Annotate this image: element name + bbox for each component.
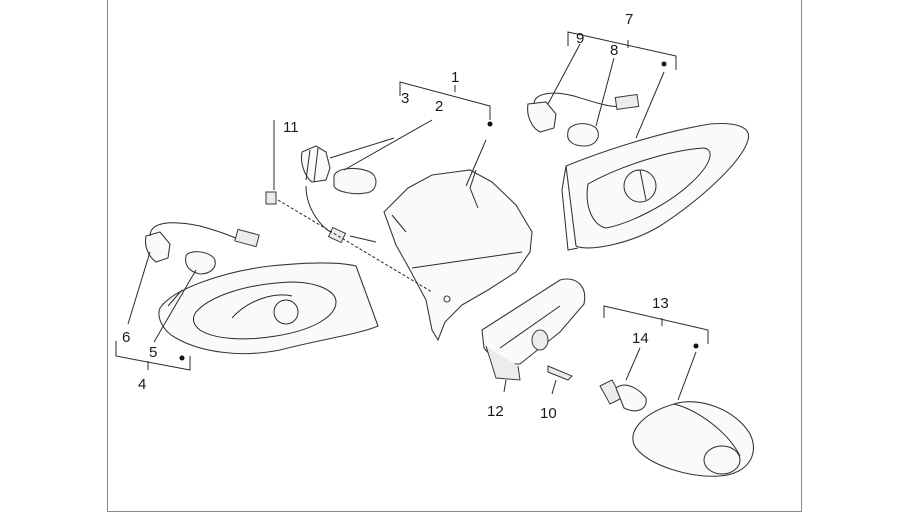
plate-light-housing: [481, 278, 586, 395]
callout-7: 7: [625, 11, 633, 28]
right-wiring-socket: [527, 43, 640, 147]
group-13-bracket: [603, 305, 709, 349]
group-7-bracket: [567, 31, 677, 70]
callout-12: 12: [487, 403, 504, 420]
group-1-bracket: [399, 81, 493, 127]
turn-signal-bulb: [599, 347, 647, 412]
left-wiring-socket: [144, 222, 260, 275]
callout-9: 9: [576, 30, 584, 47]
callout-2: 2: [435, 98, 443, 115]
callout-10: 10: [540, 405, 557, 422]
callout-8: 8: [610, 42, 618, 59]
upper-bulb-socket: [300, 119, 433, 244]
turn-signal-lens: [632, 351, 755, 477]
center-housing: [383, 139, 533, 342]
callout-labels: 1 2 3 4 5 6 7 8 9 10 11 12 13 14: [122, 11, 669, 422]
callout-4: 4: [138, 376, 146, 393]
callout-14: 14: [632, 330, 649, 347]
clip-11: [265, 120, 433, 293]
callout-11: 11: [283, 119, 299, 136]
callout-5: 5: [149, 344, 157, 361]
diagram-frame: [107, 0, 802, 512]
callout-13: 13: [652, 295, 669, 312]
callout-1: 1: [451, 69, 459, 86]
group-4-bracket: [115, 251, 197, 371]
callout-6: 6: [122, 329, 130, 346]
right-tail-lamp: [561, 71, 750, 251]
left-tail-lamp: [158, 262, 379, 355]
callout-3: 3: [401, 90, 409, 107]
